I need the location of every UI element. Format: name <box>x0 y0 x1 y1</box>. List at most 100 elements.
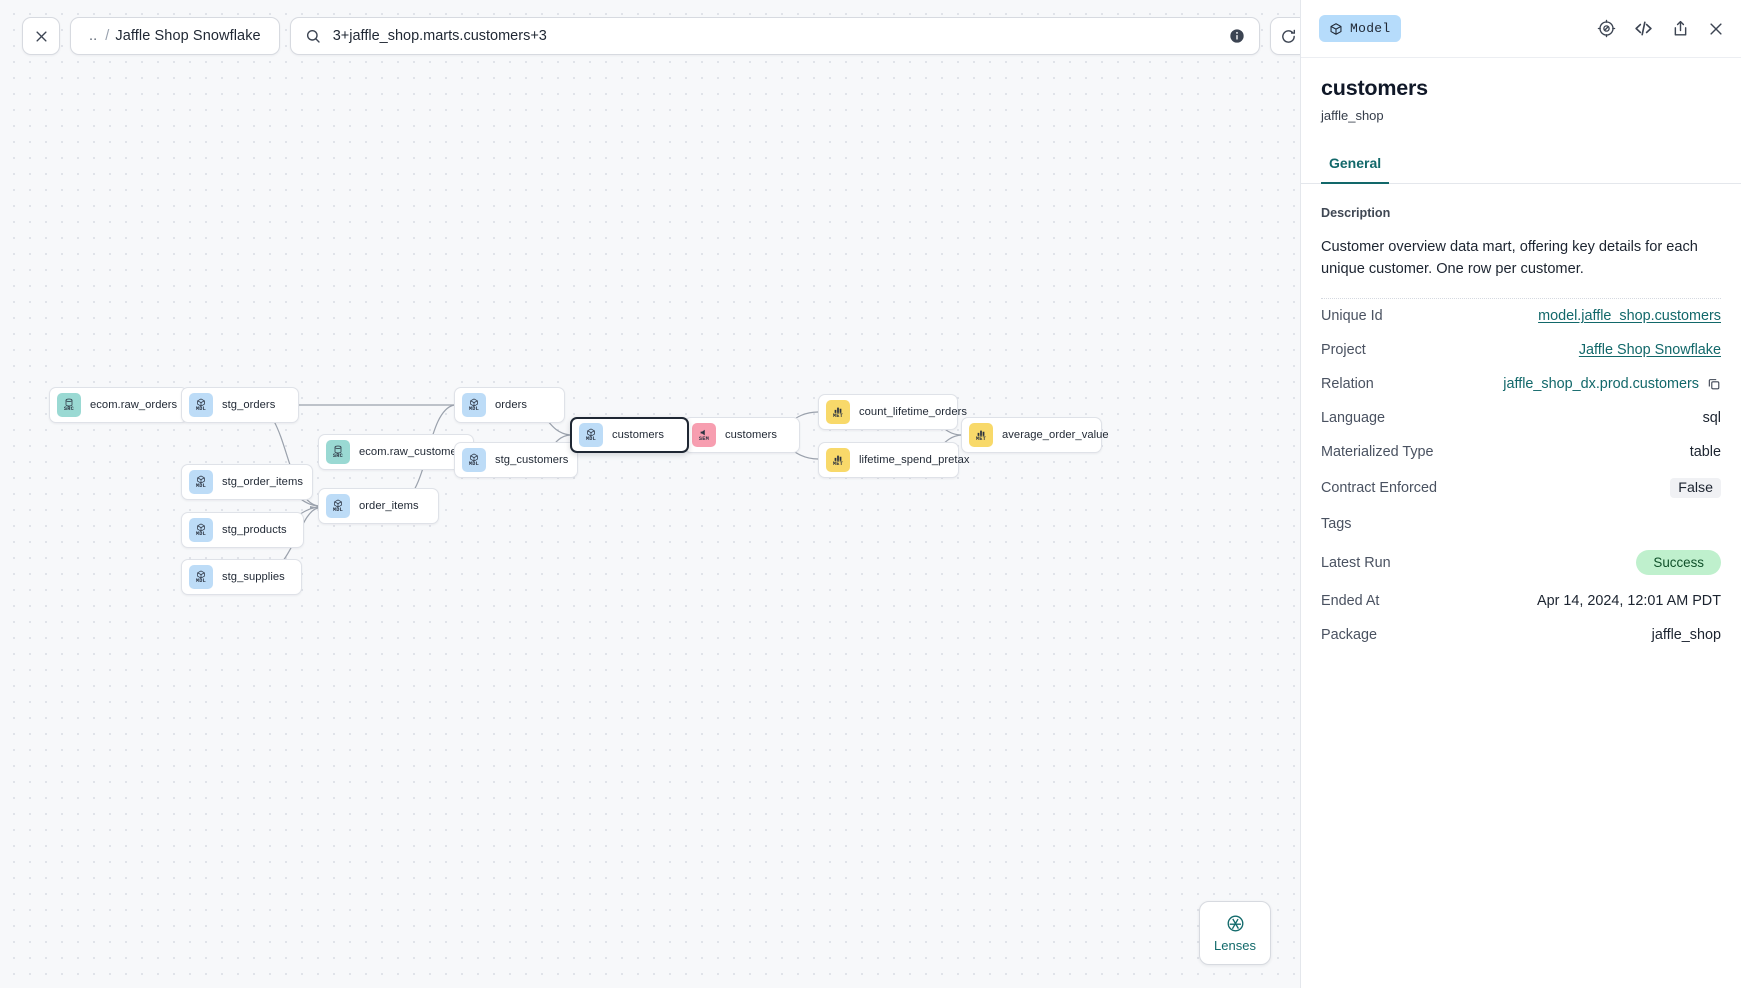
close-icon <box>35 30 47 42</box>
source-badge-icon: SRC <box>326 440 350 464</box>
share-icon[interactable] <box>1671 19 1690 38</box>
field-label: Language <box>1321 410 1386 427</box>
field-label: Relation <box>1321 376 1374 393</box>
detail-panel: Model <box>1300 0 1741 988</box>
field-label: Package <box>1321 627 1378 644</box>
graph-node-label: stg_orders <box>222 399 276 411</box>
field-materialized-type: Materialized Type table <box>1321 435 1721 469</box>
metric-badge-icon: MET <box>826 400 850 424</box>
cube-icon <box>1330 22 1342 35</box>
graph-node-stg_products[interactable]: MDL stg_products <box>181 512 304 548</box>
graph-node-label: customers <box>612 429 665 441</box>
field-package: Package jaffle_shop <box>1321 618 1721 652</box>
metric-badge-icon: MET <box>826 448 850 472</box>
model-badge-icon: MDL <box>189 518 213 542</box>
field-label: Contract Enforced <box>1321 480 1437 497</box>
field-label: Ended At <box>1321 593 1380 610</box>
graph-node-customers_model[interactable]: MDL customers <box>570 417 689 453</box>
graph-node-orders[interactable]: MDL orders <box>454 387 565 423</box>
package-value: jaffle_shop <box>1651 627 1721 644</box>
graph-node-label: stg_customers <box>495 454 569 466</box>
graph-node-average_order_value[interactable]: MET average_order_value <box>961 417 1109 453</box>
panel-subtitle: jaffle_shop <box>1321 108 1384 123</box>
graph-node-label: ecom.raw_customers <box>359 446 467 458</box>
graph-node-label: customers <box>725 429 778 441</box>
metric-badge-icon: MET <box>969 423 993 447</box>
detail-panel-header: Model <box>1301 0 1741 58</box>
graph-node-stg_customers[interactable]: MDL stg_customers <box>454 442 578 478</box>
graph-node-ecom_raw_orders[interactable]: SRC ecom.raw_orders <box>49 387 188 423</box>
graph-node-ecom_raw_customers[interactable]: SRC ecom.raw_customers <box>318 434 474 470</box>
field-label: Latest Run <box>1321 554 1391 571</box>
graph-node-label: stg_supplies <box>222 571 285 583</box>
description-text: Customer overview data mart, offering ke… <box>1321 236 1721 300</box>
model-badge-icon: MDL <box>189 470 213 494</box>
field-label: Materialized Type <box>1321 444 1434 461</box>
graph-node-label: order_items <box>359 500 419 512</box>
graph-node-label: average_order_value <box>1002 429 1109 441</box>
panel-action-group <box>1597 18 1725 39</box>
focus-icon[interactable] <box>1597 19 1616 38</box>
canvas-toolbar: ../Jaffle Shop Snowflake <box>22 17 1300 55</box>
breadcrumb-separator: / <box>105 28 110 44</box>
tab-general[interactable]: General <box>1321 155 1390 184</box>
aperture-icon <box>1227 915 1243 931</box>
model-badge-icon: MDL <box>189 565 213 589</box>
graph-node-count_lifetime_orders[interactable]: MET count_lifetime_orders <box>818 394 967 430</box>
lenses-label: Lenses <box>1214 937 1256 953</box>
description-label: Description <box>1321 206 1391 220</box>
info-icon[interactable] <box>1229 28 1245 44</box>
close-lineage-button[interactable] <box>22 17 60 55</box>
lenses-button[interactable]: Lenses <box>1199 901 1271 965</box>
search-icon <box>305 28 321 44</box>
model-badge-icon: MDL <box>462 448 486 472</box>
breadcrumb-parent: .. <box>89 28 98 44</box>
field-tags: Tags <box>1321 507 1721 541</box>
graph-node-label: stg_order_items <box>222 476 303 488</box>
panel-tabs: General <box>1301 155 1741 184</box>
field-contract-enforced: Contract Enforced False <box>1321 469 1721 507</box>
unique-id-link[interactable]: model.jaffle_shop.customers <box>1538 308 1721 325</box>
field-language: Language sql <box>1321 401 1721 435</box>
model-badge-icon: MDL <box>462 393 486 417</box>
graph-node-label: ecom.raw_orders <box>90 399 178 411</box>
source-badge-icon: SRC <box>57 393 81 417</box>
code-icon[interactable] <box>1633 18 1654 39</box>
close-icon[interactable] <box>1707 20 1725 38</box>
status-badge[interactable]: Success <box>1636 550 1721 576</box>
language-value: sql <box>1702 410 1721 427</box>
graph-node-stg_order_items[interactable]: MDL stg_order_items <box>181 464 313 500</box>
graph-node-label: stg_products <box>222 524 287 536</box>
field-ended-at: Ended At Apr 14, 2024, 12:01 AM PDT <box>1321 584 1721 618</box>
model-badge-icon: MDL <box>189 393 213 417</box>
graph-node-label: orders <box>495 399 528 411</box>
search-input[interactable] <box>332 28 1229 44</box>
relation-value[interactable]: jaffle_shop_dx.prod.customers <box>1503 376 1699 393</box>
field-label: Project <box>1321 342 1366 359</box>
lineage-search[interactable] <box>289 17 1260 55</box>
graph-node-label: count_lifetime_orders <box>859 406 968 418</box>
breadcrumb[interactable]: ../Jaffle Shop Snowflake <box>70 17 280 55</box>
graph-node-lifetime_spend_pretax[interactable]: MET lifetime_spend_pretax <box>818 442 969 478</box>
node-type-badge: Model <box>1319 15 1401 42</box>
model-badge-icon: MDL <box>579 423 603 447</box>
model-badge-icon: MDL <box>326 494 350 518</box>
field-label: Tags <box>1321 516 1352 533</box>
refresh-icon <box>1282 29 1296 43</box>
node-type-label: Model <box>1350 21 1391 36</box>
ended-at-value: Apr 14, 2024, 12:01 AM PDT <box>1537 593 1721 610</box>
panel-body: Description Customer overview data mart,… <box>1301 184 1741 988</box>
graph-node-order_items[interactable]: MDL order_items <box>318 488 439 524</box>
graph-node-label: lifetime_spend_pretax <box>859 454 970 466</box>
field-relation: Relation jaffle_shop_dx.prod.customers <box>1321 367 1721 401</box>
refresh-button[interactable] <box>1269 17 1300 55</box>
contract-enforced-value: False <box>1670 478 1721 499</box>
project-link[interactable]: Jaffle Shop Snowflake <box>1578 342 1721 359</box>
lineage-canvas[interactable]: ../Jaffle Shop Snowflake <box>0 0 1300 988</box>
field-project: Project Jaffle Shop Snowflake <box>1321 333 1721 367</box>
graph-node-stg_orders[interactable]: MDL stg_orders <box>181 387 299 423</box>
graph-node-stg_supplies[interactable]: MDL stg_supplies <box>181 559 302 595</box>
copy-icon[interactable] <box>1707 377 1721 391</box>
